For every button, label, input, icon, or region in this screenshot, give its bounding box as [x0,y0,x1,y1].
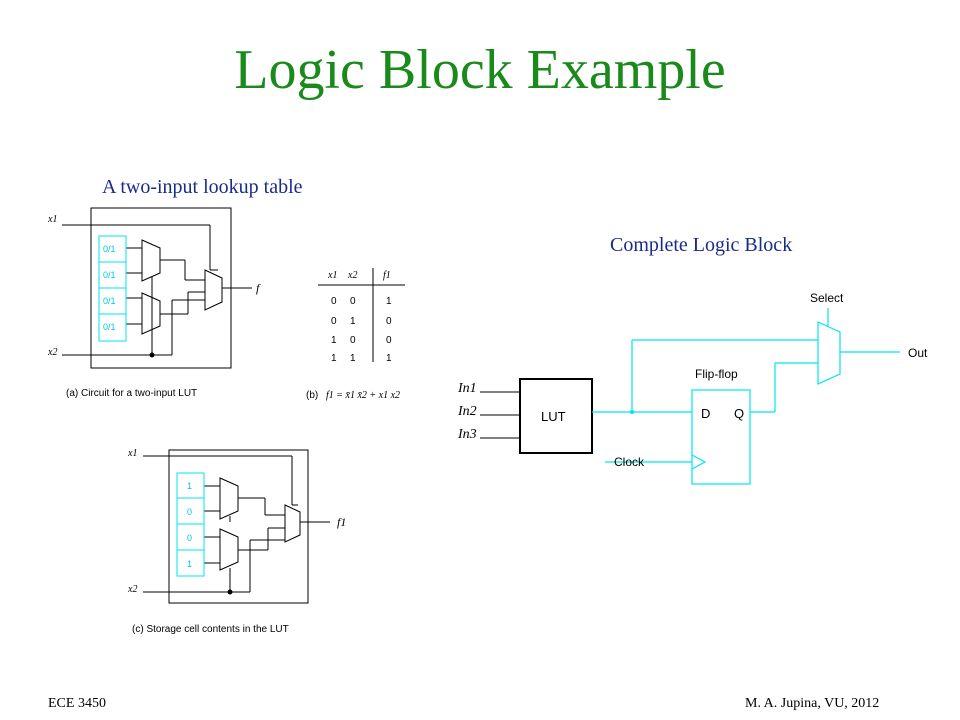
fig-c-cell-1: 0 [187,507,192,517]
fig-b-cell: 0 [350,335,356,346]
logic-block-diagram: In1 In2 In3 LUT Flip-flop D Q Clock Sele… [457,291,928,485]
fig-c-cell-3: 1 [187,559,192,569]
footer-course: ECE 3450 [48,696,106,711]
output-mux [817,321,841,385]
fig-a-cell-3: 0/1 [103,322,116,332]
fig-c-cell-2: 0 [187,533,192,543]
fig-b-cell: 0 [331,296,337,307]
clock-label: Clock [614,455,645,469]
fig-b-cell: 1 [331,353,337,364]
lut-subtitle: A two-input lookup table [102,176,303,198]
fig-b-cell: 0 [386,335,392,346]
input-in2: In2 [457,404,477,419]
fig-a-mux-upper [141,239,161,282]
fig-b-equation: f1 = x̄1 x̄2 + x1 x2 [326,390,400,401]
fig-c-cell-0: 1 [187,481,192,491]
fig-a-mux-lower [141,292,161,335]
lut-label: LUT [541,409,566,424]
slide-title: Logic Block Example [234,39,726,101]
logic-block-subtitle: Complete Logic Block [610,234,793,256]
fig-b-cell: 1 [350,353,356,364]
fig-c-mux-output [284,504,301,543]
input-in3: In3 [457,427,477,442]
fig-c-mux-lower [219,528,239,571]
footer-author: M. A. Jupina, VU, 2012 [745,696,880,711]
fig-b-header-f1: f1 [383,270,391,281]
fig-a-output-f: f [256,281,261,295]
out-label: Out [908,346,928,360]
fig-a-lut-circuit [62,207,252,369]
flip-flop-label: Flip-flop [695,367,738,381]
fig-b-header-x2: x2 [347,270,357,281]
lut-box [519,378,593,454]
fig-b-cell: 1 [386,296,392,307]
fig-b-cell: 1 [331,335,337,346]
clock-triangle-icon [691,454,707,470]
fig-c-output-f1: f1 [337,515,346,529]
fig-a-cell-1: 0/1 [103,270,116,280]
fig-c-lut-contents [143,449,330,604]
fig-c-mux-upper [219,477,239,520]
fig-b-cell: 0 [331,316,337,327]
fig-a-cell-0: 0/1 [103,244,116,254]
flip-flop-box [691,389,751,485]
fig-b-cell: 1 [386,353,392,364]
fig-c-input-x2: x2 [127,584,137,595]
fig-a-input-x1: x1 [47,214,57,225]
q-output-label: Q [734,406,744,421]
fig-c-boundary [168,449,309,604]
fig-b-header-x1: x1 [327,270,337,281]
d-input-label: D [701,406,710,421]
fig-b-cell: 0 [350,296,356,307]
fig-a-mux-output [204,269,223,311]
fig-b-cell: 1 [350,316,356,327]
input-in1: In1 [457,381,477,396]
fig-b-caption-label: (b) [306,390,318,401]
fig-c-caption: (c) Storage cell contents in the LUT [132,624,289,635]
fig-a-caption: (a) Circuit for a two-input LUT [66,388,197,399]
fig-b-truth-table: x1 x2 f1 0 0 1 0 1 0 1 0 0 1 1 1 (b) f1 … [306,268,405,401]
select-label: Select [810,291,844,305]
fig-c-input-x1: x1 [127,448,137,459]
fig-c-cells: 1 0 0 1 x1 x2 f1 (c) Storage cell conten… [127,448,346,635]
fig-a-cells: 0/1 0/1 0/1 0/1 x1 x2 f (a) Circuit for … [47,214,261,399]
fig-b-cell: 0 [386,316,392,327]
fig-a-input-x2: x2 [47,347,57,358]
fig-a-cell-2: 0/1 [103,296,116,306]
